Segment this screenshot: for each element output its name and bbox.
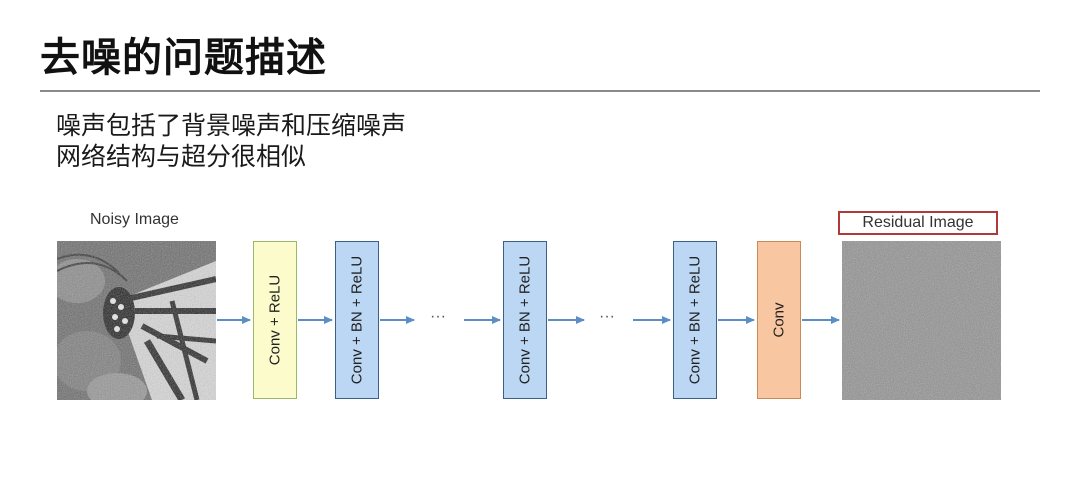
layer-conv-relu: Conv + ReLU <box>253 241 297 399</box>
layer-conv-bn-relu-3: Conv + BN + ReLU <box>673 241 717 399</box>
bullet-item: 网络结构与超分很相似 <box>56 142 307 171</box>
bullet-list: 噪声包括了背景噪声和压缩噪声 网络结构与超分很相似 <box>56 110 406 172</box>
layer-conv-bn-relu-1: Conv + BN + ReLU <box>335 241 379 399</box>
ellipsis-1: ··· <box>430 308 446 325</box>
page-title: 去噪的问题描述 <box>40 35 327 81</box>
residual-image <box>842 241 1001 400</box>
bullet-item: 噪声包括了背景噪声和压缩噪声 <box>56 111 407 140</box>
noisy-image-label: Noisy Image <box>90 211 179 228</box>
residual-image-label: Residual Image <box>838 211 998 235</box>
layer-conv-bn-relu-2: Conv + BN + ReLU <box>503 241 547 399</box>
noisy-image <box>57 241 216 400</box>
ellipsis-2: ··· <box>599 308 615 325</box>
layer-conv: Conv <box>757 241 801 399</box>
title-divider <box>40 90 1040 92</box>
